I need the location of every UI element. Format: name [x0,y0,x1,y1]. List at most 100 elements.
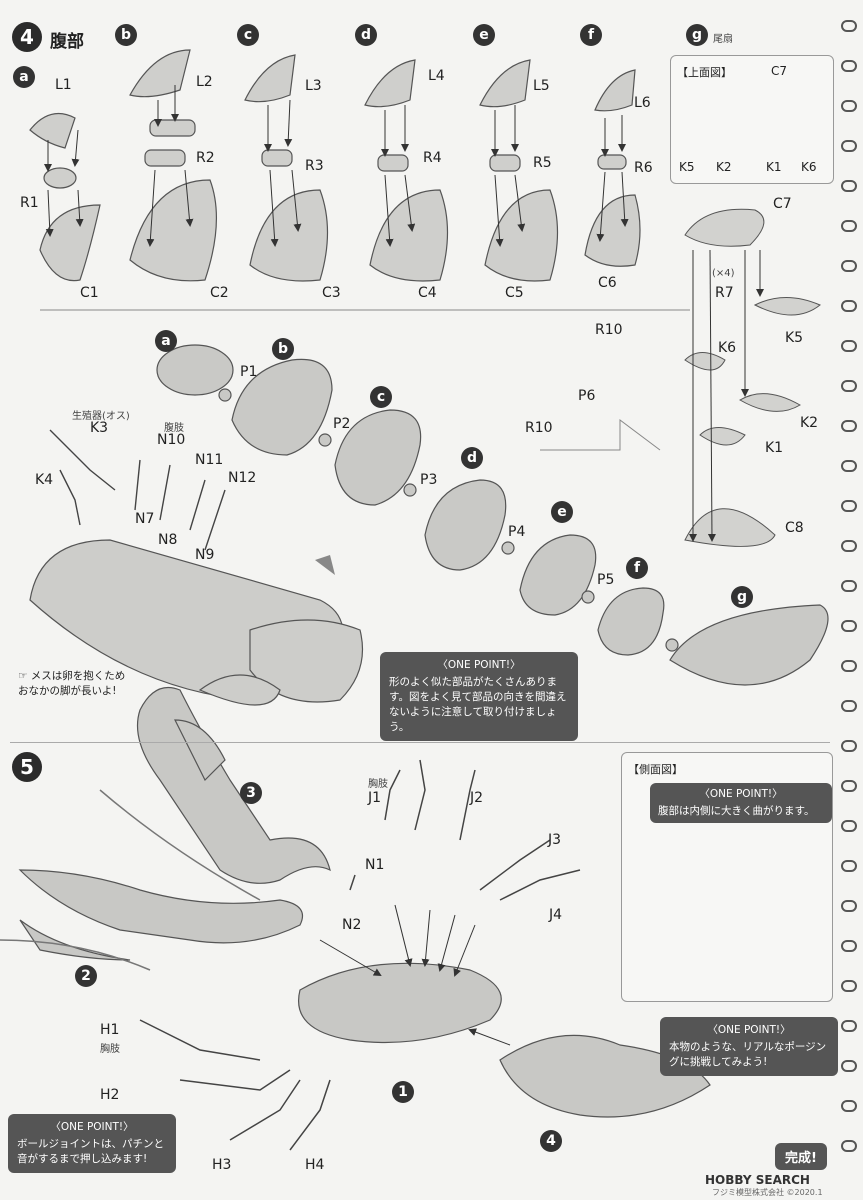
one-point-side-note: 〈ONE POINT!〉 腹部は内側に大きく曲がります。 [650,783,832,823]
one-point-ball-note: 〈ONE POINT!〉 ボールジョイントは、パチンと音がするまで押し込みます! [8,1114,176,1173]
step-number-4: 4 [12,22,42,52]
quantity-x4: (×4) [712,268,735,279]
part-C6: C6 [598,275,617,291]
part-H2: H2 [100,1087,120,1103]
sub-label-a: a [13,66,35,88]
part-L1: L1 [55,77,72,93]
part-N10: N10 [157,432,186,448]
part-L2: L2 [196,74,213,90]
chain-a: a [155,330,177,352]
part-K6: K6 [718,340,737,356]
part-R1: R1 [20,195,39,211]
one-point-heading: 〈ONE POINT!〉 [437,659,521,671]
top-view-K5: K5 [679,160,695,174]
side-view-panel: 【側面図】 〈ONE POINT!〉 腹部は内側に大きく曲がります。 [621,752,833,1002]
tip-hand-icon: ☞ メスは卵を抱くため [18,670,126,682]
callout-2: 2 [75,965,97,987]
part-C7: C7 [773,196,792,212]
one-point-ball-body: ボールジョイントは、パチンと音がするまで押し込みます! [17,1138,164,1165]
part-N8: N8 [158,532,178,548]
one-point-side-body: 腹部は内側に大きく曲がります。 [658,805,815,817]
copyright: フジミ模型株式会社 ©2020.1 [712,1188,823,1197]
part-H1: H1 [100,1022,120,1038]
part-K1: K1 [765,440,784,456]
part-L5: L5 [533,78,550,94]
part-N9: N9 [195,547,215,563]
part-C4: C4 [418,285,437,301]
part-C5: C5 [505,285,524,301]
one-point-ball-heading: 〈ONE POINT!〉 [50,1121,134,1133]
part-J2: J2 [470,790,484,806]
chain-b: b [272,338,294,360]
part-N11: N11 [195,452,224,468]
part-K2: K2 [800,415,819,431]
part-R7: R7 [715,285,734,301]
part-L4: L4 [428,68,445,84]
part-P5: P5 [597,572,615,588]
part-N12: N12 [228,470,257,486]
part-N1: N1 [365,857,385,873]
part-J1: J1 [368,790,382,806]
sub-label-e: e [473,24,495,46]
callout-3: 3 [240,782,262,804]
step-number-5: 5 [12,752,42,782]
section-divider [10,742,830,743]
tip-line-1: メスは卵を抱くため [30,670,126,682]
part-L3: L3 [305,78,322,94]
part-C8: C8 [785,520,804,536]
part-K5: K5 [785,330,804,346]
chain-c: c [370,386,392,408]
section-title: 腹部 [50,32,84,52]
part-N2: N2 [342,917,362,933]
part-R2: R2 [196,150,215,166]
one-point-side-heading: 〈ONE POINT!〉 [699,788,783,800]
sub-label-c: c [237,24,259,46]
complete-badge: 完成! [775,1143,827,1170]
top-view-K6: K6 [801,160,817,174]
one-point-pose-heading: 〈ONE POINT!〉 [707,1024,791,1036]
sub-label-b: b [115,24,137,46]
sub-label-g: g [686,24,708,46]
callout-4: 4 [540,1130,562,1152]
one-point-body: 形のよく似た部品がたくさんあります。図をよく見て部品の向きを間違えないように注意… [389,676,567,733]
genital-caption: 生殖器(オス) [72,411,130,422]
part-R5: R5 [533,155,552,171]
part-P4: P4 [508,524,526,540]
part-P1: P1 [240,364,258,380]
one-point-pose-note: 〈ONE POINT!〉 本物のような、リアルなポージングに挑戦してみよう! [660,1017,838,1076]
h1-caption: 胸肢 [100,1044,120,1055]
part-C1: C1 [80,285,99,301]
part-J3: J3 [548,832,562,848]
chest-legs-caption: 胸肢 [368,779,388,790]
part-K3: K3 [90,420,109,436]
swimmeret-caption: 腹肢 [164,423,184,434]
part-C2: C2 [210,285,229,301]
chain-e: e [551,501,573,523]
part-P6: P6 [578,388,596,404]
part-R4: R4 [423,150,442,166]
brand-watermark: HOBBY SEARCH [705,1173,810,1187]
callout-1: 1 [392,1081,414,1103]
side-view-title: 【側面図】 [628,763,683,776]
top-view-title: 【上面図】 [677,66,732,79]
part-L6: L6 [634,95,651,111]
part-H4: H4 [305,1157,325,1173]
part-R6: R6 [634,160,653,176]
tip-line-2: おなかの脚が長いよ! [18,685,117,697]
part-H3: H3 [212,1157,232,1173]
part-R10-bottom: R10 [525,420,553,436]
top-view-C7: C7 [771,64,788,78]
part-C3: C3 [322,285,341,301]
part-N7: N7 [135,511,155,527]
sub-label-f: f [580,24,602,46]
chain-d: d [461,447,483,469]
part-R3: R3 [305,158,324,174]
part-K4: K4 [35,472,54,488]
part-P2: P2 [333,416,351,432]
top-view-K2: K2 [716,160,732,174]
chain-g: g [731,586,753,608]
top-view-K1: K1 [766,160,782,174]
g-caption: 尾扇 [713,34,733,45]
part-J4: J4 [549,907,563,923]
part-P3: P3 [420,472,438,488]
